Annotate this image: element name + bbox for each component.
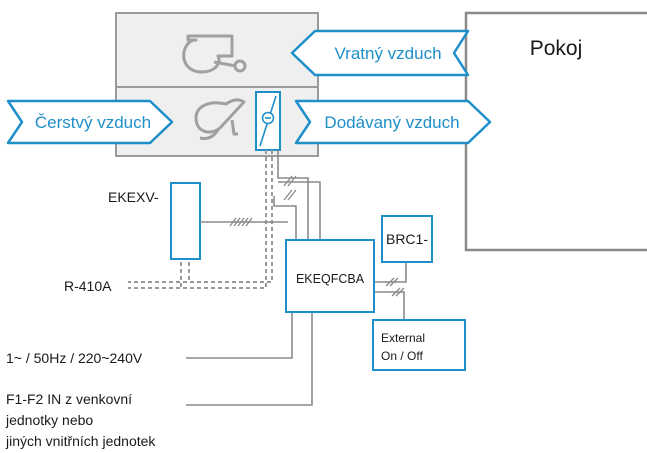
fresh-air-arrow: Čerstvý vzduch [6,99,174,145]
f1f2-label-1: F1-F2 IN z venkovní [6,391,132,407]
external-onoff-label-2: On / Off [381,349,423,363]
f1f2-label-2: jednotky nebo [5,412,93,428]
supply-air-label: Dodávaný vzduch [324,113,459,132]
room-label: Pokoj [530,37,583,60]
f1f2-label-3: jiných vnitřních jednotek [5,433,156,449]
expansion-valve-box [170,182,201,260]
fan-icon [182,34,247,74]
sensor-box [255,91,281,151]
external-onoff-box [372,319,466,371]
external-onoff-label-1: External [381,331,425,345]
control-box-label: EKEQFCBA [296,272,365,286]
fresh-air-label: Čerstvý vzduch [35,113,151,132]
power-label: 1~ / 50Hz / 220~240V [6,350,143,366]
return-air-arrow: Vratný vzduch [290,29,470,77]
return-air-label: Vratný vzduch [334,44,441,63]
heat-exchanger-icon [194,98,246,140]
supply-air-arrow: Dodávaný vzduch [294,99,492,145]
expansion-valve-label: EKEXV- [108,189,159,205]
remote-controller-label: BRC1- [386,231,428,247]
remote-controller-box [381,215,433,263]
thermistor-icon [259,95,277,147]
wiring [186,150,407,406]
refrigerant-label: R-410A [64,278,112,294]
wire-ticks [229,175,405,297]
refrigerant-piping [128,150,273,289]
control-box [285,239,375,313]
